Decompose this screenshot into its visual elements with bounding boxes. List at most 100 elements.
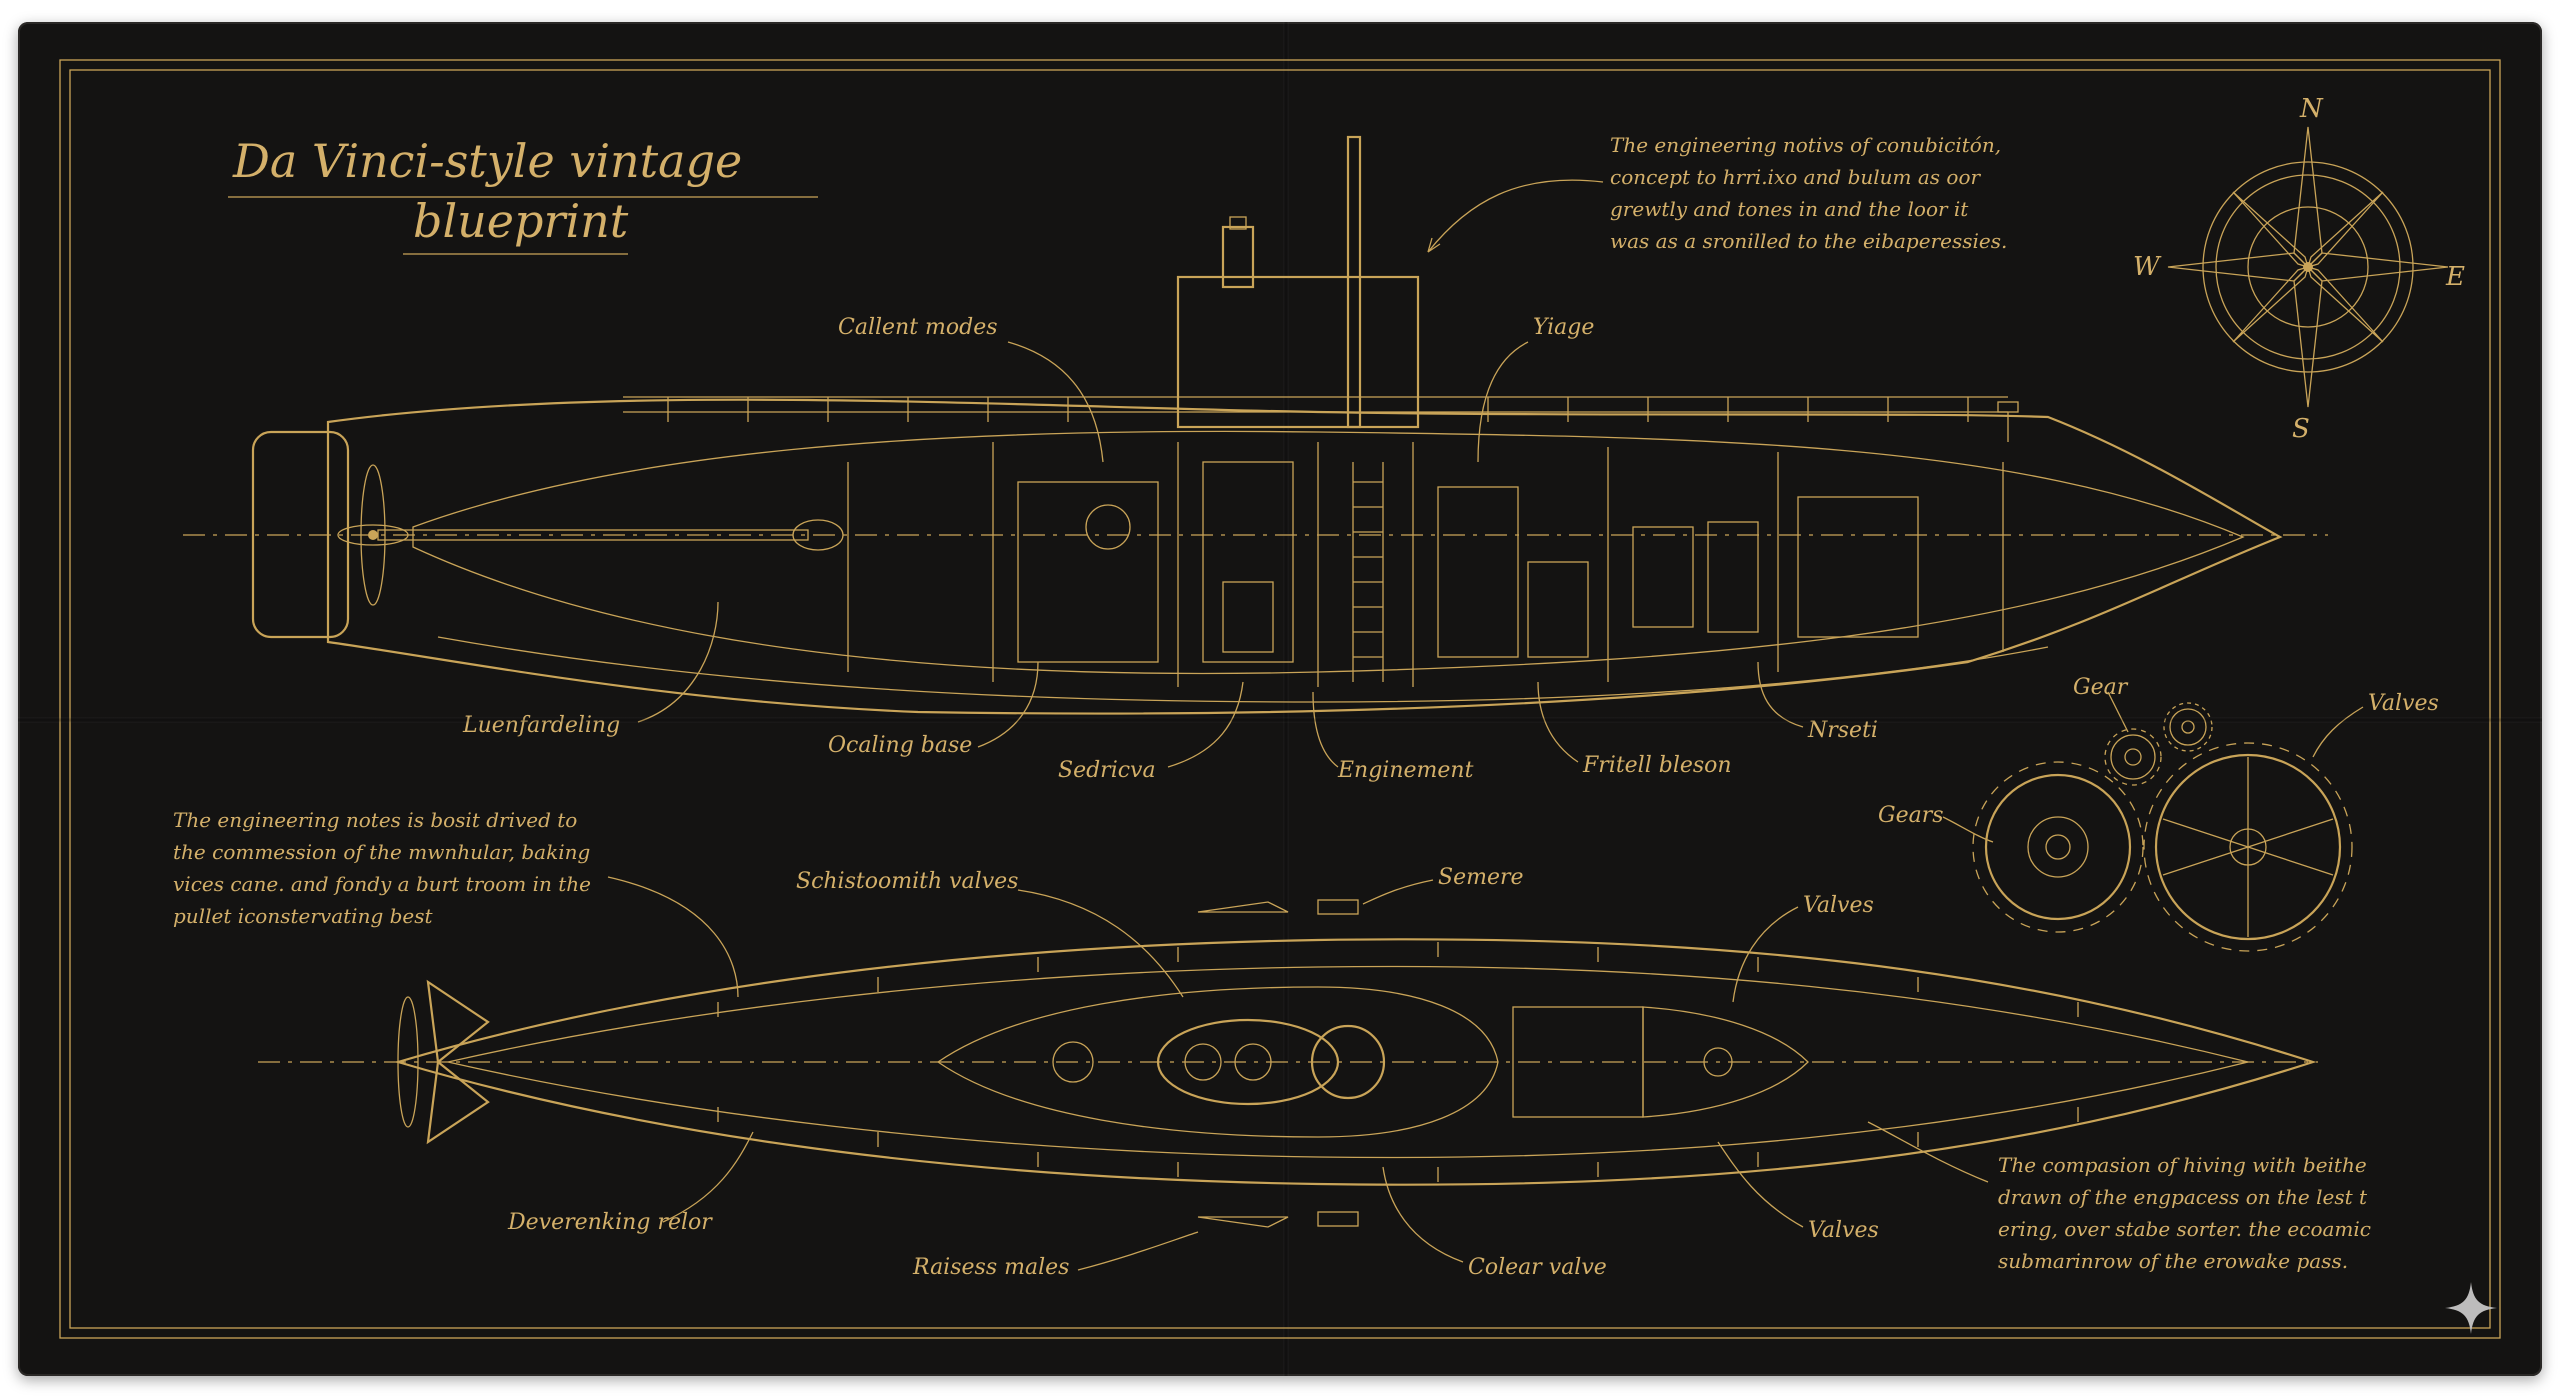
leader-callent-modes [1007, 341, 1104, 463]
leader-semere [1362, 879, 1434, 905]
gear-small-2 [2163, 702, 2213, 752]
label-enginement: Enginement [1337, 758, 1474, 783]
exhaust-stack [1221, 225, 1255, 289]
plane-actuator-top [1317, 899, 1359, 915]
label-valves-top: Valves [2368, 691, 2439, 716]
propeller-blade-horizontal [337, 524, 409, 546]
bow-bollard [1997, 401, 2019, 413]
dive-plane-forward-top [1197, 901, 1289, 913]
note-bottom-right-line-4: submarinrow of the erowake pass. [1998, 1249, 2348, 1273]
submarine-side-view [183, 135, 2328, 715]
side-hull-outer [326, 398, 2283, 715]
hatch-oval [1156, 1018, 1340, 1106]
leader-gear [2107, 691, 2129, 733]
compass-inner-ring [2247, 206, 2369, 328]
label-yiage: Yiage [1533, 315, 1594, 340]
deck-stanchions [667, 397, 1969, 422]
label-sedricva: Sedricva [1058, 758, 1156, 783]
title-line2: blueprint [413, 194, 629, 248]
label-colear-valve: Colear valve [1468, 1255, 1607, 1280]
label-valves-mid: Valves [1803, 893, 1874, 918]
note-top-right-line-2: concept to hrri.ixo and bulum as oor [1610, 165, 1981, 189]
propeller-shaft [377, 529, 809, 541]
inner-border [69, 69, 2491, 1329]
interior-compartments [847, 442, 2004, 687]
top-view-labels: Schistoomith valves Semere Valves Devere… [507, 865, 1879, 1280]
blueprint-sheet: Da Vinci-style vintage blueprint The eng… [18, 22, 2542, 1376]
engine-hub [1703, 1047, 1733, 1077]
plane-actuator-bottom [1317, 1211, 1359, 1227]
ladder [1352, 462, 1384, 682]
top-deck-outline [936, 986, 1499, 1138]
top-ribs [717, 942, 2079, 1182]
exhaust-cap [1229, 216, 1247, 230]
leader-valves-mid [1732, 906, 1799, 1003]
leader-nrseti [1757, 661, 1804, 728]
leader-valves-top [2312, 706, 2364, 758]
leader-luenfardeling [637, 601, 719, 723]
note-left-line-3: vices cane. and fondy a burt troom in th… [173, 872, 591, 896]
leader-enginement [1312, 691, 1339, 768]
shaft-coupling [792, 519, 844, 551]
conning-tower [1176, 275, 1420, 429]
note-top-right-arrowhead [1427, 237, 1441, 253]
propeller-hub [368, 530, 378, 540]
compass-point-e [2307, 252, 2449, 282]
note-top-right-line-1: The engineering notivs of conubicitón, [1610, 133, 2001, 157]
submarine-top-view [258, 899, 2318, 1228]
propeller-blade-vertical [360, 464, 386, 606]
gear-small-1 [2104, 728, 2162, 786]
gear-large-left [1972, 761, 2144, 933]
leader-deverenking-relor [662, 1131, 754, 1223]
top-hull-outer [394, 938, 2317, 1186]
label-gears: Gears [1878, 803, 1944, 828]
compass-point-w [2167, 252, 2309, 282]
gear-assembly: Gear Valves Gears [1878, 675, 2439, 952]
tail-fin-lower [426, 1059, 490, 1145]
periscope-mast [1346, 135, 1362, 429]
side-view-labels: Callent modes Yiage Luenfardeling Ocalin… [462, 315, 1878, 783]
note-bottom-right-line-2: drawn of the engpacess on the lest t [1998, 1185, 2368, 1209]
compass-rose: N S E W [2133, 94, 2465, 444]
label-schistoomith-valves: Schistoomith valves [796, 869, 1018, 894]
label-fritell-bleson: Fritell bleson [1582, 753, 1732, 778]
top-propeller [397, 996, 419, 1128]
blueprint-drawing: Da Vinci-style vintage blueprint The eng… [59, 59, 2501, 1339]
compass-point-n [2293, 126, 2323, 268]
label-ocaling-base: Ocaling base [828, 733, 972, 758]
gear-large-right [2143, 742, 2353, 952]
note-bottom-right: The compasion of hiving with beithe draw… [1867, 1121, 2371, 1273]
leader-valves-bottom [1717, 1141, 1804, 1228]
compass-e: E [2445, 262, 2465, 292]
note-top-right-line-4: was as a sronilled to the eibaperessies. [1610, 229, 2007, 253]
label-semere: Semere [1438, 865, 1524, 890]
leader-schistoomith-valves [1017, 889, 1184, 998]
leader-sedricva [1167, 681, 1244, 768]
compass-outer-ring [2202, 161, 2414, 373]
stern-housing [251, 430, 350, 639]
leader-gears [1942, 816, 1994, 843]
leader-yiage [1477, 341, 1529, 463]
note-left: The engineering notes is bosit drived to… [173, 808, 739, 998]
sparkle-icon [2445, 1282, 2497, 1334]
compass-center [2303, 262, 2313, 272]
note-bottom-right-line-3: ering, over stabe sorter. the ecoamic [1998, 1217, 2371, 1241]
porthole-2 [1234, 1043, 1272, 1081]
title-block: Da Vinci-style vintage blueprint [228, 134, 818, 255]
note-top-right-leader [1427, 179, 1604, 253]
tail-fin-upper [426, 979, 490, 1065]
compass-s: S [2292, 414, 2310, 444]
leader-raisess-males [1077, 1231, 1199, 1271]
note-top-right-line-3: grewtly and tones in and the loor it [1610, 197, 1969, 221]
leader-ocaling-base [977, 661, 1039, 748]
note-bottom-right-line-1: The compasion of hiving with beithe [1998, 1153, 2367, 1177]
engine-cowling [1642, 1006, 1809, 1118]
side-hull-inner [412, 430, 2245, 675]
compass-mid-ring [2215, 174, 2401, 360]
compass-point-s [2293, 266, 2323, 408]
label-valves-bottom: Valves [1808, 1218, 1879, 1243]
label-callent-modes: Callent modes [838, 315, 998, 340]
top-hull-inner [447, 965, 2249, 1159]
note-left-line-4: pullet iconstervating best [173, 904, 434, 928]
porthole-aft [1052, 1041, 1094, 1083]
